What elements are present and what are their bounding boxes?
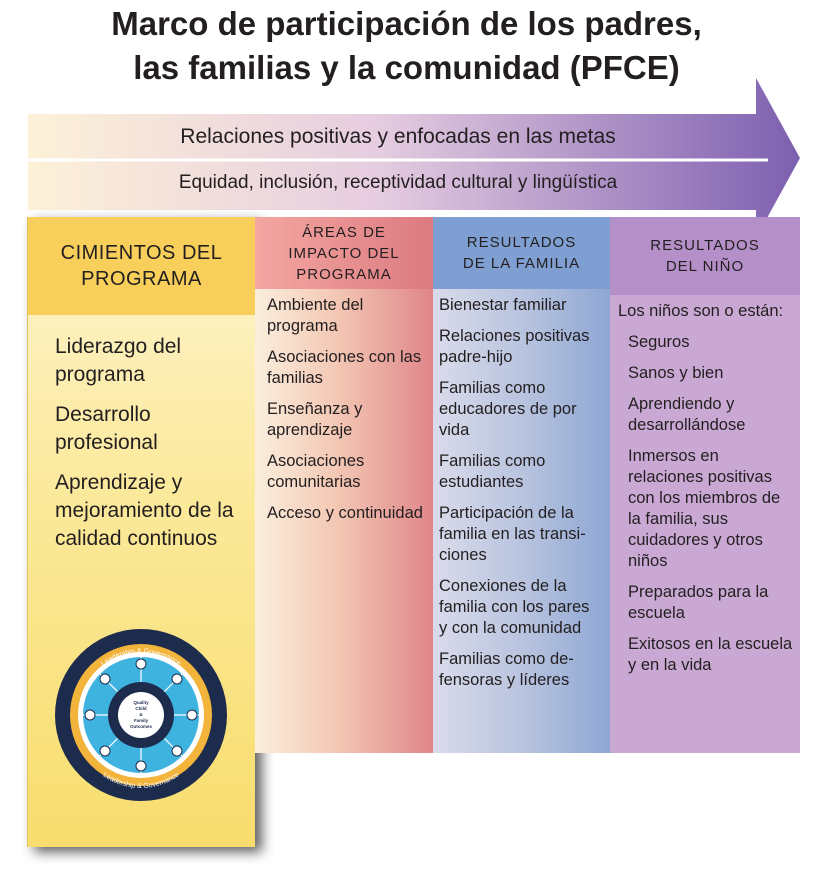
impact-area-item: Asociaciones con las familias [267, 348, 422, 387]
band-goal-oriented-relationships: Relaciones positivas y enfocadas en las … [180, 125, 616, 148]
program-impact-areas-header: ÁREAS DE IMPACTO DEL PROGRAMA [255, 217, 433, 289]
wheel-center-text: Quality [133, 700, 149, 705]
child-outcomes-column: RESULTADOS DEL NIÑO Los niños son o está… [610, 217, 800, 753]
program-foundations-header: CIMIENTOS DEL PROGRAMA [28, 217, 255, 315]
foundation-item: Liderazgo del programa [55, 335, 182, 386]
child-outcome-item: Aprendiendo y desarrollándose [628, 395, 746, 434]
foundation-item: Aprendizaje y mejoramiento de la calidad… [55, 471, 234, 550]
impact-area-item: Enseñanza y aprendizaje [267, 400, 363, 439]
child-outcomes-header: RESULTADOS DEL NIÑO [610, 217, 800, 295]
wheel-center-text: Child [135, 706, 146, 711]
child-outcome-item: Preparados para la escuela [628, 583, 769, 622]
family-outcome-item: Participación de la familia en las trans… [439, 504, 586, 564]
family-outcomes-header: RESULTADOS DE LA FAMILIA [433, 217, 610, 289]
wheel-center-text: Family [134, 718, 149, 723]
pfce-wheel-graphic: Leadership & Governance Leadership & Gov… [55, 629, 227, 801]
title-line-2: las familias y la comunidad (PFCE) [133, 49, 680, 86]
child-outcome-item: Exitosos en la escuela y en la vida [628, 635, 793, 674]
impact-area-item: Asociaciones comunitarias [267, 452, 365, 491]
family-outcome-item: Familias como estudiantes [439, 452, 546, 491]
family-outcome-item: Familias como de- fensoras y líderes [439, 650, 574, 689]
child-outcome-item: Seguros [628, 333, 690, 351]
family-outcome-item: Familias como educadores de por vida [439, 379, 577, 439]
child-outcomes-lead: Los niños son o están: [618, 302, 784, 320]
page-title: Marco de participación de los padres, la… [0, 2, 813, 90]
band-equity-inclusion: Equidad, inclusión, receptividad cultura… [178, 172, 618, 193]
wheel-center-text: & [139, 712, 143, 717]
foundation-item: Desarrollo profesional [55, 403, 158, 454]
wheel-center-text: Outcomes [130, 724, 153, 729]
framework-arrow [28, 78, 800, 238]
program-impact-areas-column: ÁREAS DE IMPACTO DEL PROGRAMA Ambiente d… [255, 217, 433, 753]
child-outcome-item: Inmersos en relaciones positivas con los… [628, 447, 781, 570]
impact-area-item: Acceso y continuidad [267, 504, 423, 522]
child-outcome-item: Sanos y bien [628, 364, 724, 382]
family-outcomes-column: RESULTADOS DE LA FAMILIA Bienestar famil… [433, 217, 610, 753]
title-line-1: Marco de participación de los padres, [111, 5, 702, 42]
family-outcome-item: Bienestar familiar [439, 296, 567, 314]
impact-area-item: Ambiente del programa [267, 296, 364, 335]
family-outcome-item: Conexiones de la familia con los pares y… [439, 577, 590, 637]
family-outcome-item: Relaciones positivas padre-hijo [439, 327, 590, 366]
